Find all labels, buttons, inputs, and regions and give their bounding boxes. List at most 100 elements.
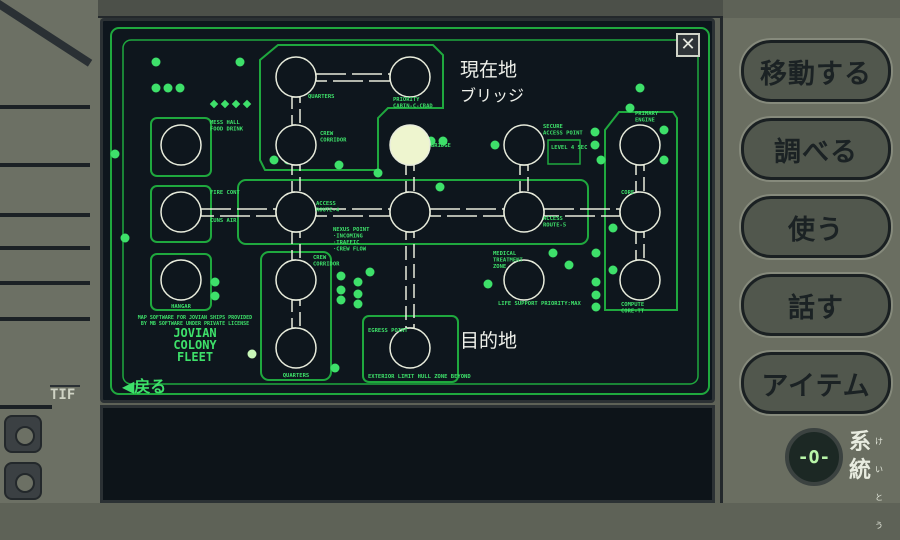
room-node <box>160 191 202 233</box>
use-button[interactable]: 使う <box>741 196 891 258</box>
map-node-dot <box>564 260 574 270</box>
trace-frame <box>150 117 212 177</box>
map-node-dot <box>590 127 600 137</box>
system-icon: -O- <box>797 446 831 468</box>
panel-badge: TIF <box>50 385 80 407</box>
corridor <box>429 208 505 217</box>
level-badge-text: LEVEL 4 SEC <box>551 145 587 151</box>
map-node-dot <box>330 363 340 373</box>
map-annotation: LIFE SUPPORT PRIORITY:MAX <box>498 301 581 307</box>
map-border <box>110 27 710 395</box>
panel-divider <box>0 105 90 109</box>
map-border <box>122 39 699 385</box>
room-node <box>275 191 317 233</box>
room-node <box>275 259 317 301</box>
map-node-dot <box>151 83 161 93</box>
message-box <box>100 405 715 503</box>
panel-divider <box>0 281 90 285</box>
room-node <box>503 124 545 166</box>
corridor <box>291 96 301 126</box>
room-node <box>619 124 661 166</box>
map-node-dot <box>110 149 120 159</box>
corridor <box>315 73 391 82</box>
room-label: QUARTERS <box>283 373 310 379</box>
system-ruby: けい とう <box>875 437 883 530</box>
bolt-icon <box>4 462 42 500</box>
item-button[interactable]: アイテム <box>741 352 891 414</box>
corridor <box>291 299 301 329</box>
room-node <box>389 191 431 233</box>
room-node <box>275 327 317 369</box>
room-node <box>275 56 317 98</box>
map-node-dot <box>163 83 173 93</box>
map-node-dot <box>591 290 601 300</box>
current-location-value: ブリッジ <box>460 86 525 105</box>
examine-button[interactable]: 調べる <box>741 118 891 180</box>
panel-divider <box>0 163 90 167</box>
map-node-dot <box>608 265 618 275</box>
map-node-dot <box>235 57 245 67</box>
room-label: FIRE CONT <box>210 190 240 196</box>
move-button[interactable]: 移動する <box>741 40 891 102</box>
map-annotation: EXTERIOR LIMIT HULL ZONE BEYOND <box>368 374 471 380</box>
map-node-dot <box>490 140 500 150</box>
map-node-dot <box>659 155 669 165</box>
close-button[interactable]: ✕ <box>676 33 700 57</box>
system-button[interactable]: -O- <box>785 428 843 486</box>
trace-frame <box>362 315 459 383</box>
brand-logo: MAP SOFTWARE FOR JOVIAN SHIPS PROVIDED B… <box>135 315 255 363</box>
map-node-dot <box>435 182 445 192</box>
map-node-dot <box>353 289 363 299</box>
map-node-dot <box>210 277 220 287</box>
map-node-dot <box>353 299 363 309</box>
map-node-dot <box>591 277 601 287</box>
current-location-label: 現在地 <box>460 59 518 81</box>
back-button[interactable]: ◀戻る <box>122 377 167 396</box>
top-frame <box>98 0 723 18</box>
room-label: HANGAR <box>171 304 192 310</box>
system-label: 系統 <box>849 429 872 483</box>
room-label: QUARTERS <box>308 94 335 100</box>
room-label: NEXUS POINT·INCOMING·TRAFFIC·CREW FLOW <box>333 227 370 253</box>
trace-frame <box>604 111 678 311</box>
map-node-dot <box>353 277 363 287</box>
map-node-dot <box>590 140 600 150</box>
map-node-diamond <box>209 99 219 109</box>
corridor <box>291 231 301 261</box>
panel-divider <box>0 405 52 409</box>
map-node-dot <box>365 267 375 277</box>
map-node-dot <box>635 83 645 93</box>
map-node-diamond <box>220 99 230 109</box>
corridor <box>519 164 529 193</box>
license-text: MAP SOFTWARE FOR JOVIAN SHIPS PROVIDED B… <box>137 315 253 327</box>
corridor <box>543 208 621 217</box>
command-panel: 移動する 調べる 使う 話す アイテム -O- 系統 けい とう <box>720 18 900 530</box>
left-bulkhead-panel: TIF <box>0 0 100 503</box>
corridor <box>405 231 415 329</box>
map-node-dot <box>548 248 558 258</box>
map-node-dot <box>175 83 185 93</box>
trace-frame <box>150 185 212 243</box>
room-node <box>389 56 431 98</box>
map-annotation: CUNS AIR <box>210 218 237 224</box>
map-node-diamond <box>231 99 241 109</box>
room-node <box>160 259 202 301</box>
map-node-dot <box>336 285 346 295</box>
talk-button[interactable]: 話す <box>741 274 891 336</box>
bolt-icon <box>4 415 42 453</box>
room-node <box>503 191 545 233</box>
room-label: EGRESS POINT <box>368 328 408 334</box>
panel-divider <box>0 317 90 321</box>
panel-strut <box>0 0 93 67</box>
map-node-dot <box>591 302 601 312</box>
room-node <box>275 124 317 166</box>
map-node-dot <box>336 295 346 305</box>
map-node-dot <box>334 160 344 170</box>
trace-frame <box>237 179 589 245</box>
